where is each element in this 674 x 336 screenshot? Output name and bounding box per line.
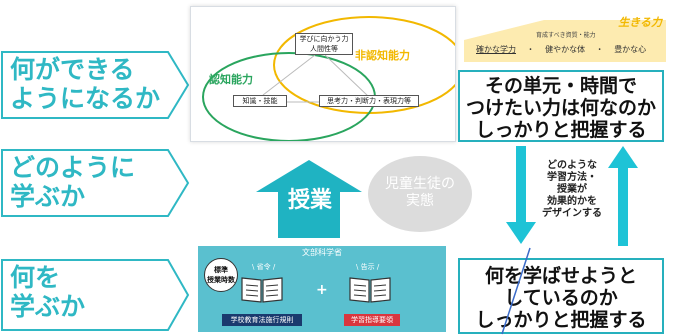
ikiru-house-shape: [464, 20, 666, 62]
up-arrow: [608, 146, 638, 246]
chevron-what-learn: [1, 259, 190, 331]
jugyo-label: 授業: [288, 188, 333, 213]
ikiru-item-academic: 確かな学力: [476, 45, 516, 54]
box-grasp-ability: その単元・時間でつけたい力は何なのかしっかりと把握する: [458, 70, 664, 142]
box-grasp-content: 何を学ばせようとしているのかしっかりと把握する: [458, 258, 664, 334]
non-cognitive-label: 非認知能力: [355, 49, 410, 62]
student-reality-circle: 児童生徒の実態: [368, 156, 472, 232]
ikiru-item-body: 健やかな体: [545, 45, 586, 54]
ministry-title: 文部科学省: [302, 248, 342, 257]
abilities-panel: 学びに向かう力人間性等 知識・技能 思考力・判断力・表現力等 認知能力 非認知能…: [190, 6, 456, 142]
tag-knowledge: 知識・技能: [233, 95, 287, 107]
ikiru-banner: 生きる力 育成すべき資質・能力 確かな学力 ・ 健やかな体 ・ 豊かな心: [462, 16, 668, 64]
label-what-can: 何ができるようになるか: [10, 55, 161, 113]
tag-motivation: 学びに向かう力人間性等: [295, 33, 353, 55]
ministry-panel: 文部科学省 標準授業時数 \ 省令 / \ 告示 / + 学校教育法施行規則 学…: [198, 246, 446, 332]
jugyo-arrow: [256, 160, 362, 238]
notice-label: \ 告示 /: [356, 263, 380, 271]
chevron-what-can: [1, 51, 190, 119]
label-what-learn: 何を学ぶか: [10, 263, 86, 321]
law-label: 学校教育法施行規則: [222, 314, 302, 326]
down-arrow: [506, 146, 536, 244]
ordinance-label: \ 省令 /: [252, 263, 276, 271]
book-icon-law: [241, 277, 283, 303]
cognitive-label: 認知能力: [209, 73, 253, 86]
ikiru-subtitle: 育成すべき資質・能力: [536, 32, 596, 39]
design-text: どのような学習方法・授業が効果的かをデザインする: [542, 160, 602, 219]
tag-thinking: 思考力・判断力・表現力等: [319, 95, 419, 107]
ikiru-item-heart: 豊かな心: [614, 45, 647, 54]
book-icon-guideline: [349, 277, 391, 303]
pen-stroke: [501, 247, 531, 335]
guideline-label: 学習指導要領: [344, 314, 400, 326]
standard-hours-badge: 標準授業時数: [204, 258, 238, 292]
ikiru-items: 確かな学力 ・ 健やかな体 ・ 豊かな心: [476, 45, 647, 54]
label-how-learn: どのように学ぶか: [10, 153, 136, 211]
ikiru-title: 生きる力: [618, 16, 662, 29]
chevron-how-learn: [1, 149, 190, 217]
plus-sign: +: [316, 282, 328, 298]
